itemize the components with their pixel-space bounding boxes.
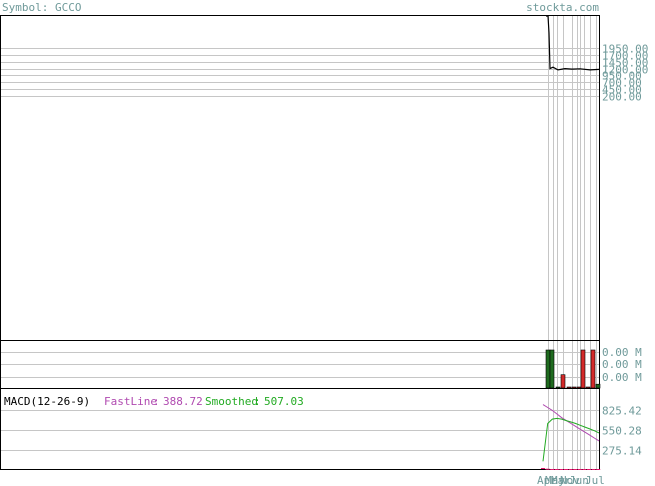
volume-bar	[580, 349, 586, 389]
x-tick-label: Jul	[585, 474, 605, 486]
volume-bar	[549, 349, 555, 389]
smoothed-legend-value: 507.03	[264, 395, 304, 408]
volume-bar	[590, 349, 596, 389]
macd-histogram-bar	[577, 469, 582, 470]
macd-tick-label: 550.28	[602, 425, 642, 438]
fastline-legend-value: 388.72	[163, 395, 203, 408]
smoothed-legend-name: Smoothed	[205, 395, 258, 408]
macd-histogram-bar	[582, 469, 587, 470]
macd-title: MACD(12-26-9)	[4, 395, 90, 408]
macd-histogram-bar	[545, 468, 550, 470]
volume-bar	[545, 349, 551, 389]
x-tick-label: Jun	[569, 474, 589, 486]
volume-bar	[585, 386, 591, 389]
symbol-label: Symbol: GCCO	[2, 1, 81, 14]
price-grid	[1, 16, 599, 340]
site-name[interactable]: stockta.com	[526, 1, 599, 14]
price-tick-label: 1950.00	[602, 43, 648, 56]
macd-histogram-bar	[541, 468, 545, 469]
price-tick-label: 200.00	[602, 91, 642, 104]
fastline-legend-colon: :	[153, 395, 160, 408]
price-tick-label: 450.00	[602, 84, 642, 97]
smoothed-line	[542, 417, 600, 462]
price-line	[546, 15, 600, 71]
x-tick-label: Mar	[551, 474, 571, 486]
volume-tick-label: 0.00 M	[602, 346, 642, 359]
macd-histogram-bar	[591, 469, 596, 470]
volume-bar	[560, 374, 566, 389]
volume-bar	[576, 386, 582, 389]
macd-histogram	[541, 468, 601, 470]
macd-histogram-bar	[568, 469, 573, 470]
macd-tick-labels: 825.42 550.28 275.14	[602, 405, 642, 458]
price-series	[546, 15, 600, 71]
price-tick-label: 1700.00	[602, 50, 648, 63]
volume-tick-labels: 0.00 M0.00 M0.00 M	[602, 346, 642, 384]
macd-histogram-bar	[564, 469, 568, 470]
fastline-legend-name: FastLine	[104, 395, 157, 408]
price-panel	[0, 15, 600, 341]
volume-bar	[595, 383, 601, 389]
macd-histogram-bar	[554, 469, 559, 470]
x-tick-label: Nov	[560, 474, 580, 486]
volume-bars	[545, 349, 601, 389]
volume-tick-label: 0.00 M	[602, 358, 642, 371]
volume-bar	[571, 386, 577, 389]
smoothed-legend-colon: :	[254, 395, 261, 408]
price-tick-label: 1450.00	[602, 57, 648, 70]
macd-histogram-bar	[596, 469, 601, 470]
price-tick-label: 1200.00	[602, 64, 648, 77]
macd-histogram-bar	[559, 469, 564, 470]
price-tick-labels: 1950.001700.001450.001200.00950.00700.00…	[602, 43, 648, 104]
price-tick-label: 950.00	[602, 70, 642, 83]
macd-grid	[1, 389, 599, 469]
macd-tick-label: 275.14	[602, 445, 642, 458]
macd-histogram-bar	[573, 469, 578, 470]
volume-tick-label: 0.00 M	[602, 371, 642, 384]
macd-lines	[542, 404, 600, 462]
x-tick-label: May	[545, 474, 565, 486]
x-tick-label: Apr	[537, 474, 557, 486]
fastline-line	[542, 404, 600, 442]
price-tick-label: 700.00	[602, 77, 642, 90]
volume-bar	[566, 386, 572, 389]
macd-panel	[0, 388, 600, 470]
macd-tick-label: 825.42	[602, 405, 642, 418]
macd-histogram-bar	[550, 469, 555, 470]
macd-histogram-bar	[587, 469, 591, 470]
volume-bar	[555, 386, 561, 389]
